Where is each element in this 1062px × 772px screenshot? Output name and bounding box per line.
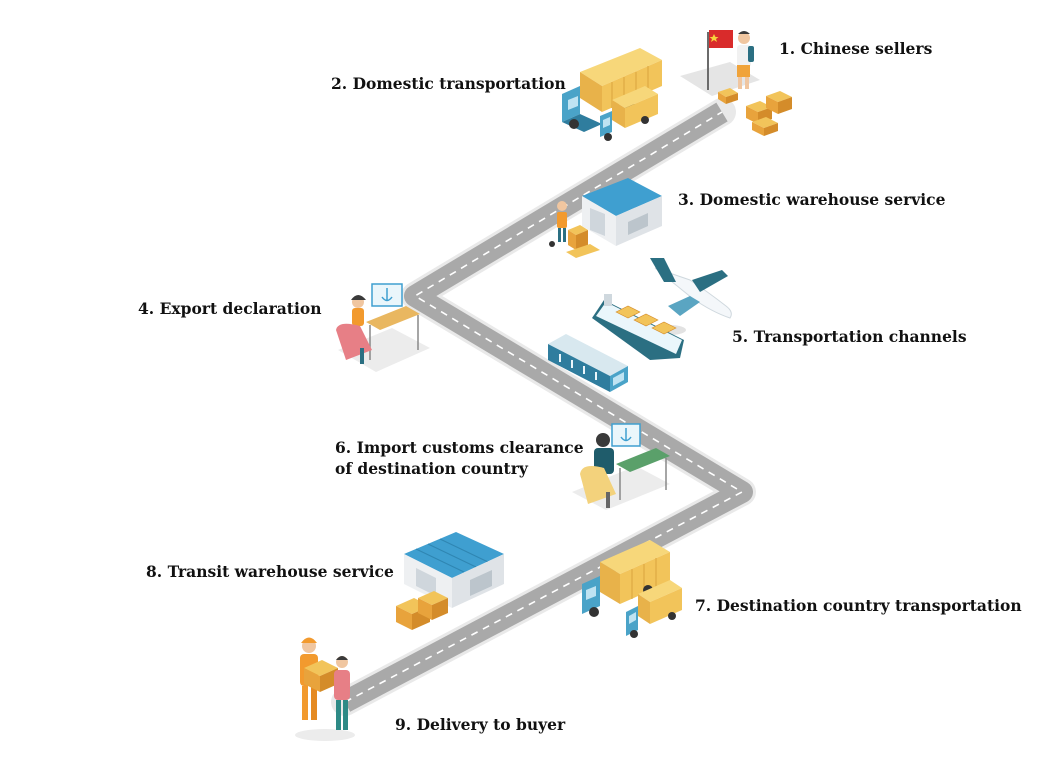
- handover-icon: [295, 637, 355, 741]
- road-center-dashes: [344, 111, 743, 703]
- step-1-label: 1. Chinese sellers: [779, 39, 933, 58]
- step-5-label: 5. Transportation channels: [732, 327, 967, 346]
- step-3-label: 3. Domestic warehouse service: [678, 190, 946, 209]
- step-4-label: 4. Export declaration: [138, 299, 322, 318]
- warehouse-icon: [396, 532, 504, 630]
- ship-icon: [592, 294, 684, 360]
- plane-ship-train-icon: [548, 258, 732, 392]
- customs-desk-icon: [336, 283, 430, 372]
- step-6-label: 6. Import customs clearance of destinati…: [335, 437, 584, 479]
- step-9-label: 9. Delivery to buyer: [395, 715, 566, 734]
- road: [331, 98, 756, 716]
- container-truck-icon: [582, 540, 682, 638]
- seller-with-flag-icon: [680, 30, 792, 136]
- customs-desk-icon: [572, 423, 670, 510]
- step-6-label-line-1: 6. Import customs clearance: [335, 438, 584, 457]
- train-icon: [548, 334, 628, 392]
- step-2-label: 2. Domestic transportation: [331, 74, 566, 93]
- container-truck-icon: [562, 48, 662, 141]
- step-7-label: 7. Destination country transportation: [695, 596, 1022, 615]
- step-8-label: 8. Transit warehouse service: [146, 562, 394, 581]
- warehouse-icon: [549, 178, 662, 258]
- step-6-label-line-2: of destination country: [335, 459, 528, 478]
